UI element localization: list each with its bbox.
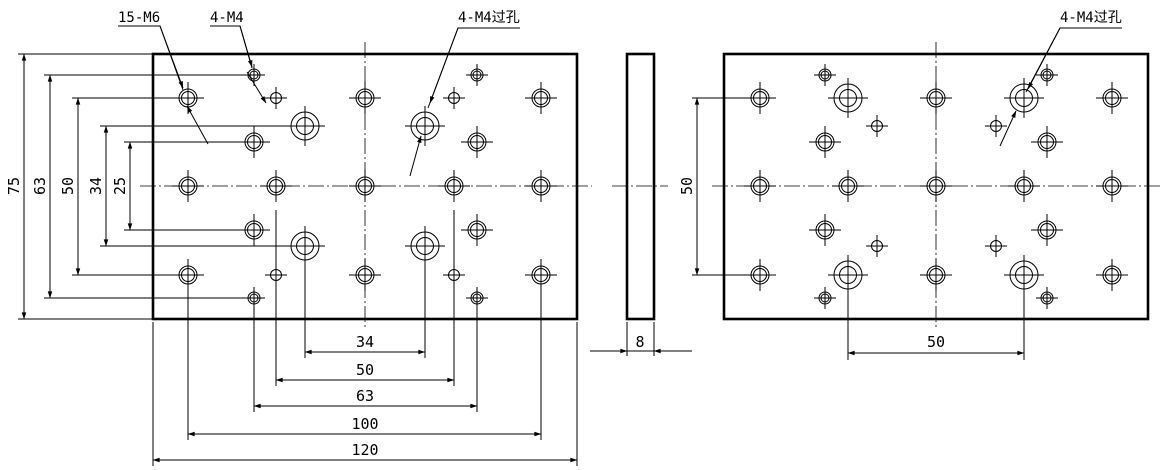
callout-leader-through-right-arrow: [1027, 27, 1061, 90]
m4-hole: [1036, 64, 1058, 86]
callout-text-through-right: 4-M4过孔: [1060, 10, 1122, 26]
m4-hole: [466, 64, 488, 86]
dim-text-w63: 63: [356, 387, 374, 405]
front-view: 34 50 63 100 120 75 63 50 34 25: [5, 10, 592, 466]
callout-leader-m6-2: [186, 105, 209, 145]
through-hole: [1004, 255, 1044, 295]
dim-text-w50: 50: [356, 361, 374, 379]
dim-text-w34: 34: [356, 333, 374, 351]
callout-text-m4: 4-M4: [210, 10, 244, 26]
dim-text-right-w50: 50: [927, 333, 945, 351]
aux-hole: [866, 235, 888, 257]
callout-leader-through-right-2: [999, 110, 1017, 147]
m6-hole: [260, 170, 292, 202]
dim-text-h50: 50: [59, 177, 77, 195]
callout-leader-m4-2: [246, 71, 267, 104]
m6-hole: [349, 82, 381, 114]
dim-text-w120: 120: [351, 441, 378, 459]
m6-hole: [349, 170, 381, 202]
callout-leader-through-right: [1025, 27, 1122, 93]
callout-text-through-left: 4-M4过孔: [458, 10, 520, 26]
rear-holes: [744, 64, 1128, 309]
callout-leader-m6-arrow: [159, 25, 184, 89]
dim-text-right-h50: 50: [678, 177, 696, 195]
m6-hole: [1031, 126, 1063, 158]
through-hole: [828, 255, 868, 295]
callout-leader-through-left-2: [409, 135, 422, 177]
m6-hole: [461, 214, 493, 246]
aux-hole: [866, 115, 888, 137]
dim-text-h63: 63: [31, 177, 49, 195]
m6-hole: [172, 170, 204, 202]
callout-leader-m4-arrow: [239, 25, 253, 68]
aux-hole: [443, 87, 465, 109]
dim-text-h75: 75: [5, 177, 23, 195]
dim-text-h25: 25: [111, 177, 129, 195]
callout-leader-through-left-arrow: [429, 27, 459, 104]
callout-text-m6: 15-M6: [118, 10, 160, 26]
m6-hole: [1031, 214, 1063, 246]
through-hole: [1004, 78, 1044, 118]
m6-hole: [920, 259, 952, 291]
m6-hole: [349, 259, 381, 291]
side-view-outline: [625, 52, 656, 321]
dim-text-h34: 34: [87, 177, 105, 195]
m6-hole: [461, 126, 493, 158]
aux-hole: [985, 235, 1007, 257]
through-hole: [405, 106, 445, 146]
m6-hole: [832, 170, 864, 202]
m6-hole: [525, 82, 557, 114]
m6-hole: [920, 82, 952, 114]
callout-leader-through-left: [427, 27, 520, 109]
through-hole: [828, 78, 868, 118]
m4-hole: [814, 64, 836, 86]
m4-hole: [1036, 287, 1058, 309]
m6-hole: [525, 170, 557, 202]
side-view: 8: [590, 52, 692, 356]
aux-hole: [985, 115, 1007, 137]
m6-hole: [438, 170, 470, 202]
m6-hole: [809, 214, 841, 246]
m6-hole: [744, 170, 776, 202]
dim-text-thickness: 8: [635, 333, 644, 351]
m6-hole: [1008, 170, 1040, 202]
m6-hole: [1096, 82, 1128, 114]
dim-text-w100: 100: [351, 415, 378, 433]
front-holes: [172, 64, 557, 309]
callout-leader-m6: [118, 25, 184, 91]
rear-view: 50 50 4-M4过孔: [678, 10, 1160, 360]
m6-hole: [1096, 259, 1128, 291]
aux-hole: [265, 87, 287, 109]
m6-hole: [920, 170, 952, 202]
through-hole: [405, 226, 445, 266]
m6-hole: [1096, 170, 1128, 202]
m6-hole: [809, 126, 841, 158]
m4-hole: [814, 287, 836, 309]
